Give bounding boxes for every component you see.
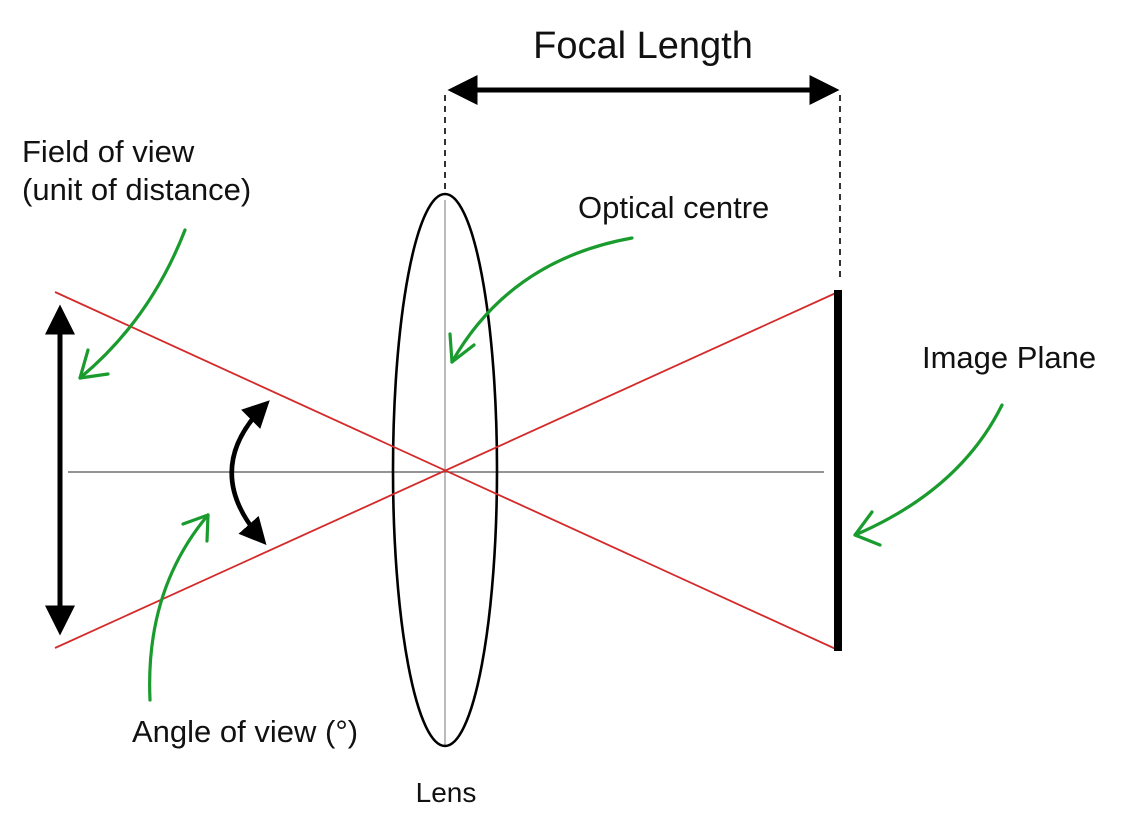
angle-of-view-label: Angle of view (°) (132, 714, 358, 749)
optical-centre-pointer-arrow (448, 236, 634, 364)
field-of-view-label-line1: Field of view (22, 134, 195, 169)
ray-top (54, 291, 839, 651)
ray-bottom (54, 291, 839, 649)
optical-centre-label: Optical centre (578, 190, 769, 225)
image-plane-pointer-arrow (853, 403, 1004, 547)
focal-length-label: Focal Length (533, 25, 753, 67)
field-of-view-label-line2: (unit of distance) (22, 172, 251, 207)
field-of-view-pointer-arrow (78, 228, 187, 380)
image-plane-label: Image Plane (922, 340, 1096, 375)
angle-of-view-arc-arrow (229, 400, 270, 546)
lens-label: Lens (416, 777, 477, 808)
angle-of-view-pointer-arrow (148, 513, 210, 702)
lens-ellipse (391, 192, 499, 748)
